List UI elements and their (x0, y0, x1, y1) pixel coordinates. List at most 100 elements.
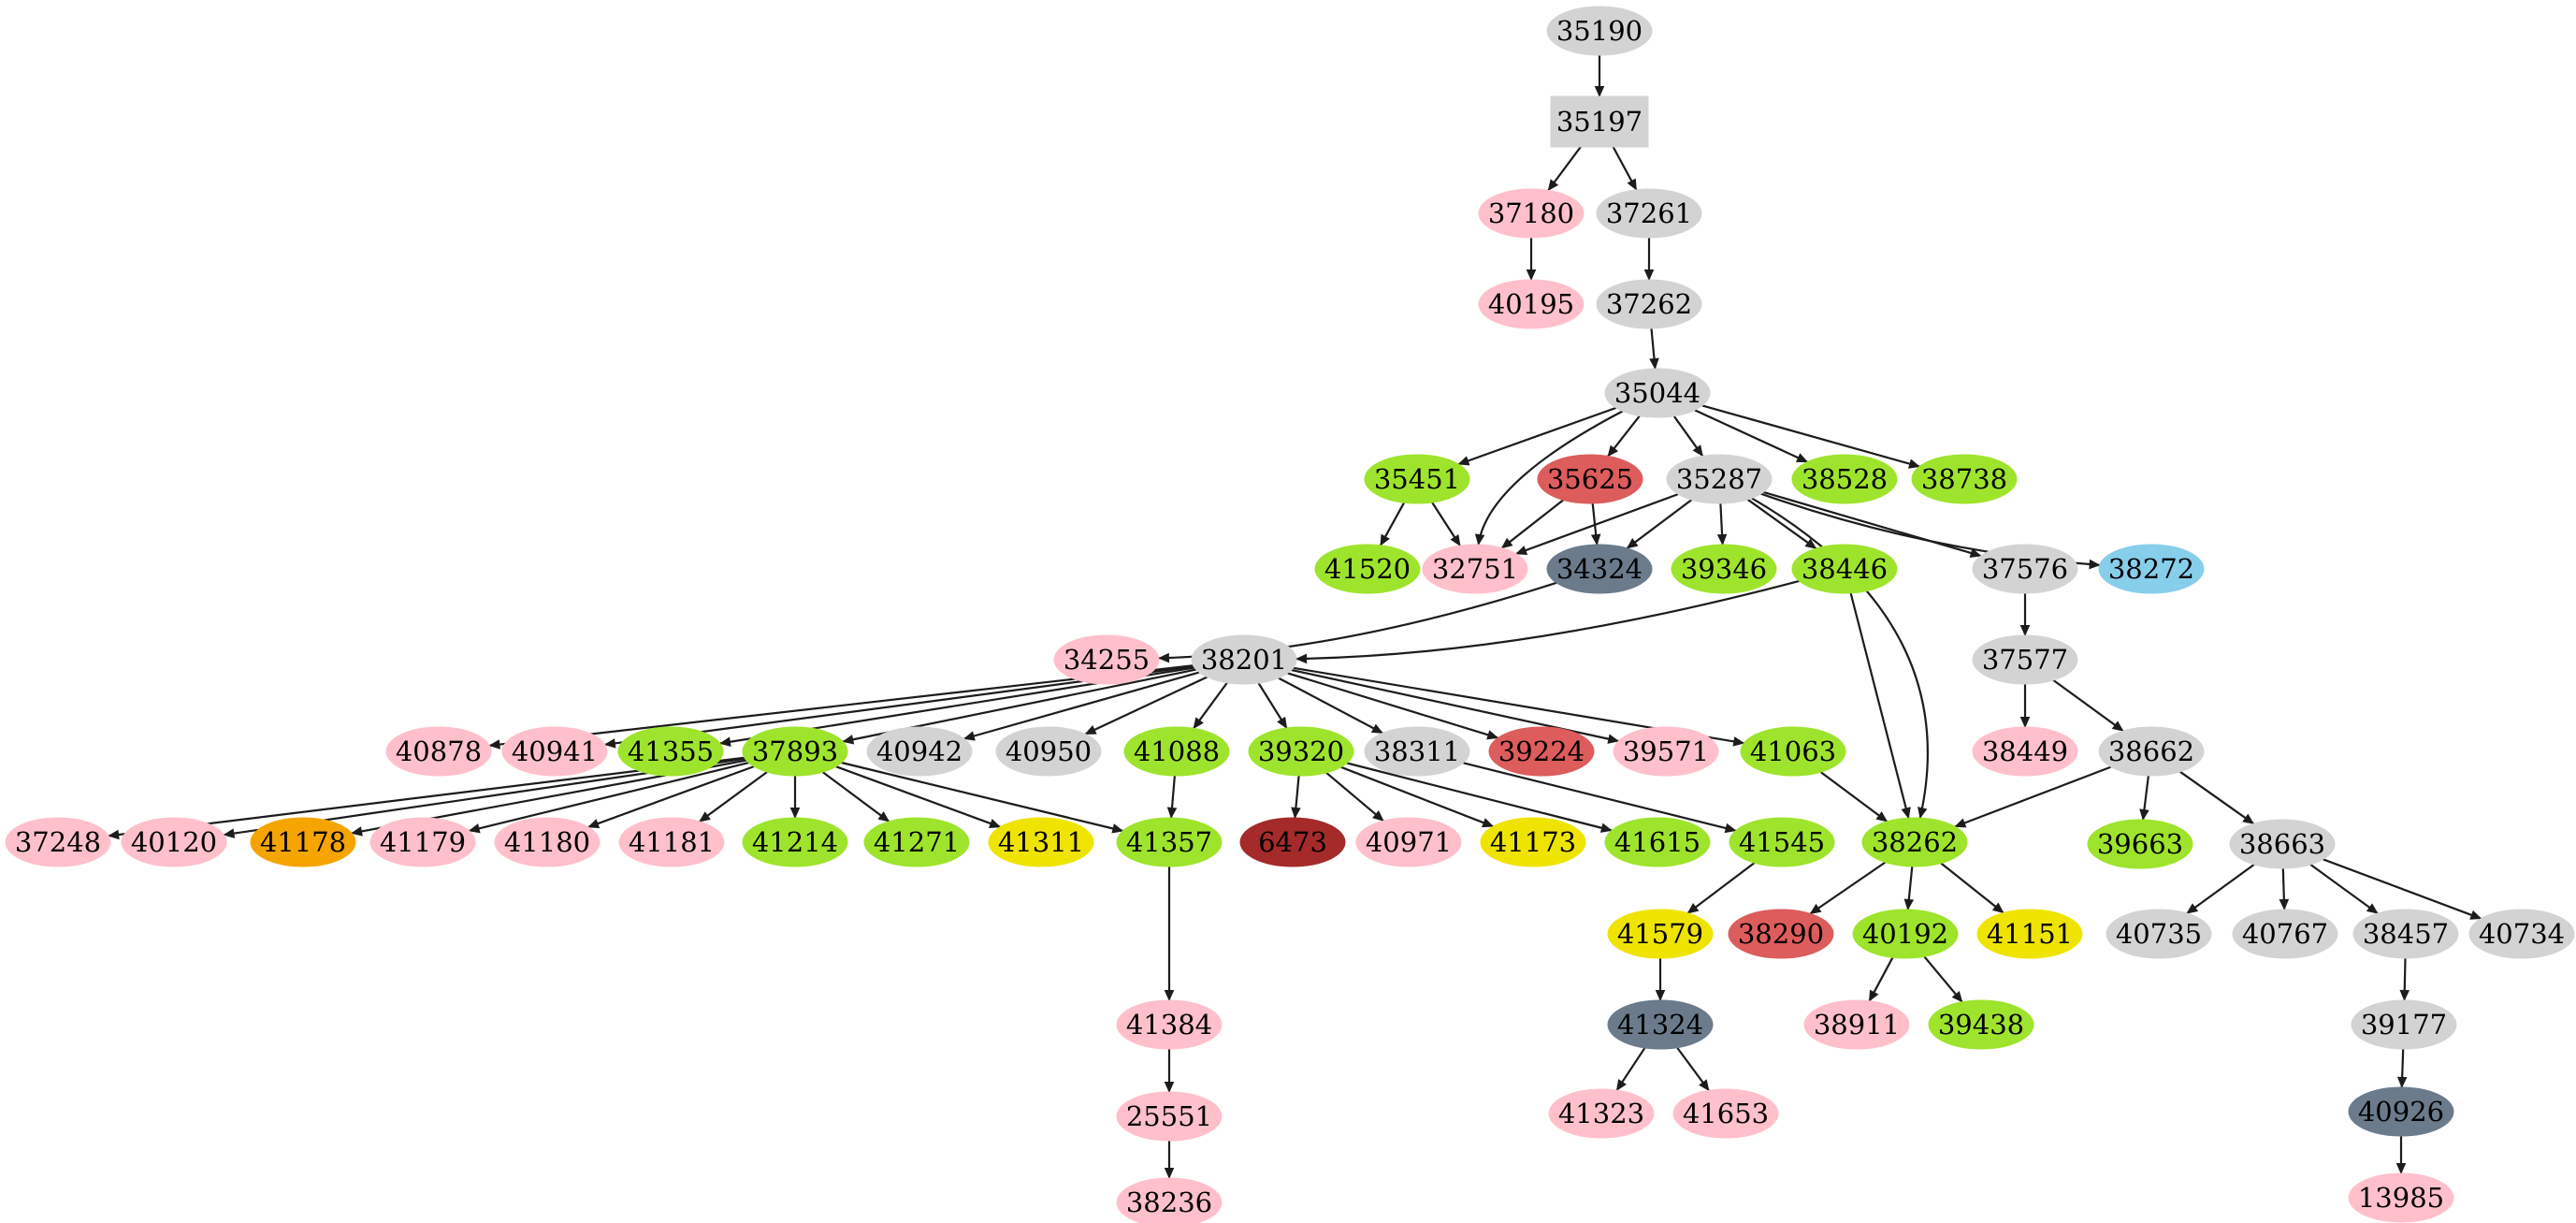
node-ellipse-41151 (1976, 909, 2083, 959)
node-ellipse-41181 (618, 817, 725, 867)
node-label-37262: 37262 (1606, 288, 1692, 320)
node-label-38290: 38290 (1738, 918, 1824, 950)
node-ellipse-41271 (863, 817, 970, 867)
node-41311: 41311 (988, 817, 1094, 867)
node-ellipse-39438 (1928, 999, 2034, 1050)
edge-41063-38262 (1819, 771, 1889, 823)
edge-35044-35451 (1457, 406, 1617, 466)
node-41181: 41181 (618, 817, 725, 867)
node-ellipse-6473 (1239, 817, 1346, 867)
node-38311: 38311 (1364, 726, 1470, 777)
node-label-39224: 39224 (1498, 735, 1585, 767)
node-ellipse-34255 (1053, 634, 1160, 685)
edge-41324-41323 (1615, 1047, 1646, 1092)
node-label-38457: 38457 (2363, 918, 2449, 950)
node-41384: 41384 (1116, 999, 1223, 1050)
node-ellipse-37261 (1596, 188, 1702, 239)
node-41178: 41178 (250, 817, 356, 867)
edge-39320-41173 (1340, 765, 1495, 828)
edge-35044-32751 (1474, 410, 1624, 546)
edge-37893-41181 (699, 771, 768, 823)
node-ellipse-40767 (2232, 909, 2338, 959)
edge-38201-41088 (1193, 681, 1228, 730)
node-ellipse-37577 (1972, 634, 2078, 685)
node-ellipse-41579 (1607, 909, 1714, 959)
node-label-38449: 38449 (1982, 735, 2068, 767)
edge-41324-41653 (1676, 1046, 1710, 1092)
node-label-39663: 39663 (2097, 828, 2183, 860)
node-label-35044: 35044 (1614, 377, 1700, 409)
node-ellipse-13985 (2348, 1172, 2454, 1223)
node-38528: 38528 (1791, 454, 1898, 504)
node-38738: 38738 (1911, 454, 2018, 504)
edge-41545-41579 (1686, 862, 1756, 914)
edge-38662-38663 (2179, 770, 2255, 825)
node-38290: 38290 (1728, 909, 1834, 959)
node-40192: 40192 (1852, 909, 1959, 959)
node-41173: 41173 (1480, 817, 1586, 867)
node-ellipse-41173 (1480, 817, 1586, 867)
node-ellipse-41179 (369, 817, 476, 867)
edge-37262-35044 (1649, 328, 1659, 370)
node-label-41653: 41653 (1683, 1098, 1769, 1129)
edge-37893-41271 (821, 771, 890, 823)
node-ellipse-41323 (1548, 1088, 1655, 1139)
node-37261: 37261 (1596, 188, 1702, 239)
node-label-35287: 35287 (1676, 463, 1762, 495)
node-ellipse-38663 (2229, 819, 2336, 869)
edge-35197-37180 (1547, 144, 1584, 192)
node-ellipse-41355 (617, 726, 724, 777)
node-39438: 39438 (1928, 999, 2034, 1050)
node-41151: 41151 (1976, 909, 2083, 959)
node-41357: 41357 (1116, 817, 1223, 867)
node-ellipse-25551 (1116, 1091, 1223, 1142)
node-ellipse-37576 (1972, 544, 2078, 594)
node-38201: 38201 (1191, 634, 1297, 685)
node-35044: 35044 (1604, 368, 1711, 418)
edge-37577-38662 (2052, 679, 2124, 732)
node-41088: 41088 (1123, 726, 1230, 777)
edge-38262-38290 (1809, 861, 1887, 915)
node-label-41520: 41520 (1324, 553, 1411, 585)
node-label-41579: 41579 (1617, 918, 1703, 950)
node-ellipse-39177 (2351, 999, 2457, 1050)
node-ellipse-41063 (1740, 726, 1846, 777)
node-label-39177: 39177 (2361, 1009, 2447, 1041)
node-ellipse-41214 (742, 817, 848, 867)
node-35625: 35625 (1537, 454, 1643, 504)
node-41179: 41179 (369, 817, 476, 867)
edge-37893-41180 (587, 765, 755, 829)
edge-38201-40950 (1084, 676, 1208, 735)
node-37262: 37262 (1596, 279, 1702, 329)
node-ellipse-38911 (1803, 999, 1910, 1050)
node-41063: 41063 (1740, 726, 1846, 777)
edge-38201-39224 (1287, 672, 1499, 740)
node-41653: 41653 (1672, 1088, 1779, 1139)
node-37893: 37893 (742, 726, 848, 777)
node-label-38662: 38662 (2108, 735, 2194, 767)
node-label-38311: 38311 (1374, 735, 1460, 767)
node-ellipse-41653 (1672, 1088, 1779, 1139)
edge-35287-38446 (1746, 498, 1817, 550)
node-label-25551: 25551 (1126, 1100, 1212, 1132)
node-ellipse-38662 (2098, 726, 2205, 777)
node-40941: 40941 (501, 726, 608, 777)
node-label-34324: 34324 (1556, 553, 1643, 585)
node-ellipse-35190 (1546, 6, 1653, 56)
node-ellipse-38262 (1861, 817, 1968, 867)
node-39346: 39346 (1671, 544, 1777, 594)
node-label-41088: 41088 (1134, 735, 1220, 767)
edge-38201-38311 (1278, 677, 1383, 735)
node-label-35197: 35197 (1556, 106, 1643, 138)
node-label-40195: 40195 (1488, 288, 1574, 320)
node-40878: 40878 (385, 726, 492, 777)
edge-39320-6473 (1291, 775, 1301, 819)
node-label-40971: 40971 (1366, 826, 1452, 858)
node-37577: 37577 (1972, 634, 2078, 685)
node-40950: 40950 (995, 726, 1102, 777)
node-ellipse-41178 (250, 817, 356, 867)
node-label-41323: 41323 (1558, 1098, 1644, 1129)
node-ellipse-38446 (1791, 544, 1898, 594)
node-label-38738: 38738 (1921, 463, 2007, 495)
